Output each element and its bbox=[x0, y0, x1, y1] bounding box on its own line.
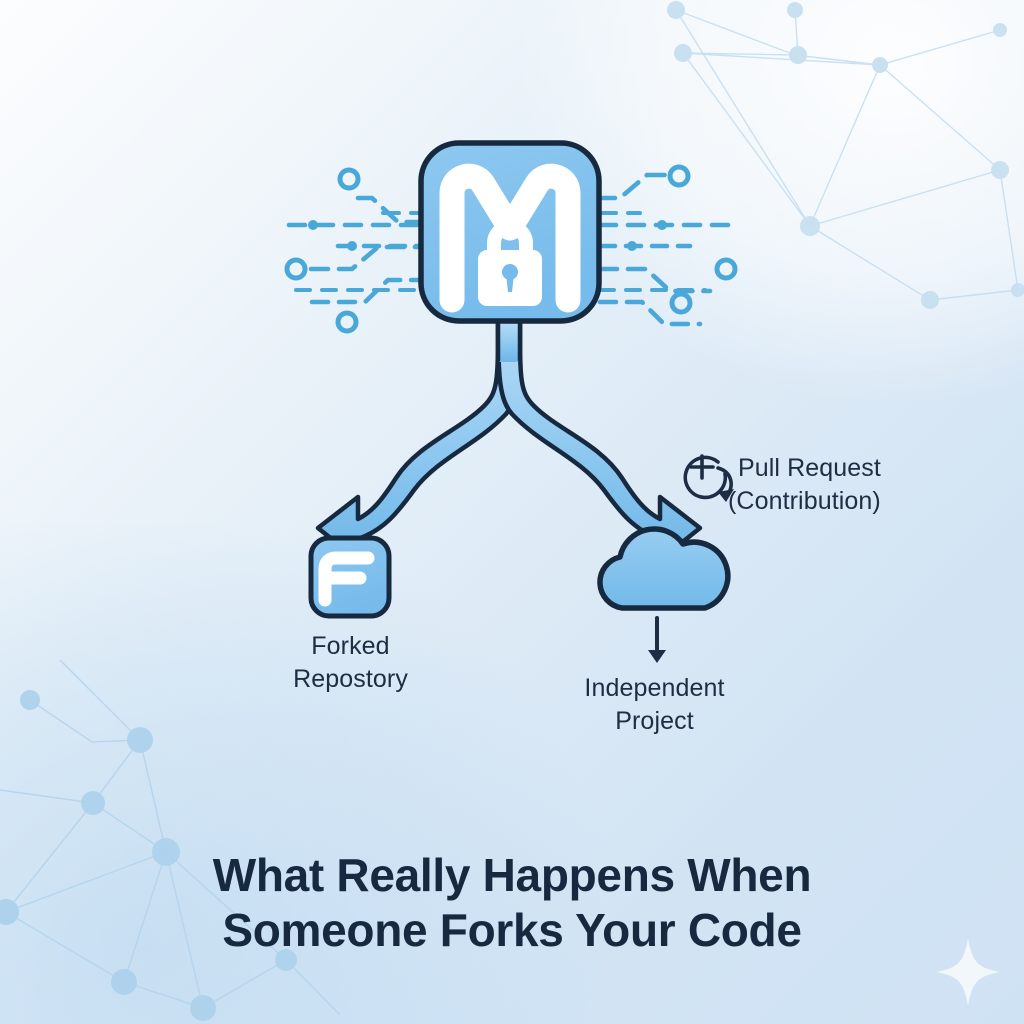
down-arrow-icon bbox=[648, 616, 666, 663]
independent-project-label-line1: Independent bbox=[584, 674, 725, 702]
fork-branch-connector bbox=[315, 319, 703, 563]
pull-request-label: Pull Request (Contribution) bbox=[728, 452, 988, 518]
independent-project-label: Independent Project bbox=[547, 672, 762, 737]
pull-request-label-line2: (Contribution) bbox=[728, 487, 881, 515]
plus-circle-arrow-icon bbox=[683, 454, 734, 502]
forked-repository-label: Forked Repostory bbox=[243, 630, 458, 695]
padlock-icon bbox=[478, 220, 542, 306]
page-title-line1: What Really Happens When bbox=[212, 849, 812, 901]
pull-request-label-line1: Pull Request bbox=[738, 454, 881, 482]
main-repository-node bbox=[418, 140, 602, 324]
independent-project-icon bbox=[597, 526, 731, 663]
independent-project-label-line2: Project bbox=[615, 706, 694, 735]
forked-repository-label-line2: Repostory bbox=[293, 664, 408, 693]
forked-repository-icon bbox=[308, 535, 392, 619]
forked-repository-label-line1: Forked bbox=[311, 632, 390, 660]
page-title-line2: Someone Forks Your Code bbox=[222, 903, 802, 956]
page-title: What Really Happens When Someone Forks Y… bbox=[0, 848, 1024, 957]
background-highlight-top-right bbox=[524, 0, 1024, 400]
